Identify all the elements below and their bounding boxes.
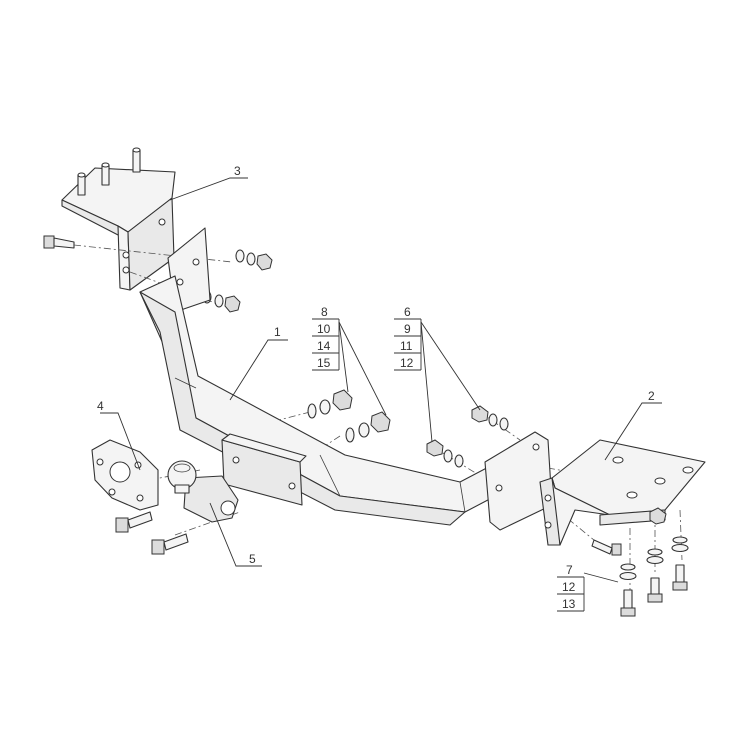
bolt-bracket-3 <box>43 235 75 249</box>
callout-6: 6 <box>404 305 411 319</box>
callout-6-item-1: 9 <box>404 322 411 336</box>
callout-7: 7 <box>566 563 573 577</box>
socket-plate-4 <box>91 439 159 511</box>
callout-2: 2 <box>648 389 655 403</box>
callout-1: 1 <box>274 325 281 339</box>
callout-label-boxes <box>312 318 585 612</box>
bracket-2 <box>539 439 706 546</box>
callout-6-item-3: 12 <box>400 356 414 370</box>
callout-8-item-3: 15 <box>317 356 331 370</box>
fasteners-group-8 <box>307 389 391 443</box>
callout-8-item-2: 14 <box>317 339 331 353</box>
leader-lines <box>100 177 662 583</box>
callout-4: 4 <box>97 399 104 413</box>
fasteners-bracket-3 <box>202 249 273 313</box>
fasteners-group-6 <box>426 405 509 468</box>
callout-5: 5 <box>249 552 256 566</box>
callout-8: 8 <box>321 305 328 319</box>
fasteners-group-7 <box>591 507 689 617</box>
tow-ball-5 <box>167 460 239 523</box>
bolts-plate-4 <box>115 511 189 555</box>
callout-3: 3 <box>234 164 241 178</box>
main-crossbar-1 <box>139 227 553 531</box>
callout-6-item-2: 11 <box>400 339 413 353</box>
callout-7-item-1: 12 <box>562 580 576 594</box>
bracket-3 <box>61 147 176 291</box>
callout-8-item-1: 10 <box>317 322 331 336</box>
callout-7-item-2: 13 <box>562 597 576 611</box>
